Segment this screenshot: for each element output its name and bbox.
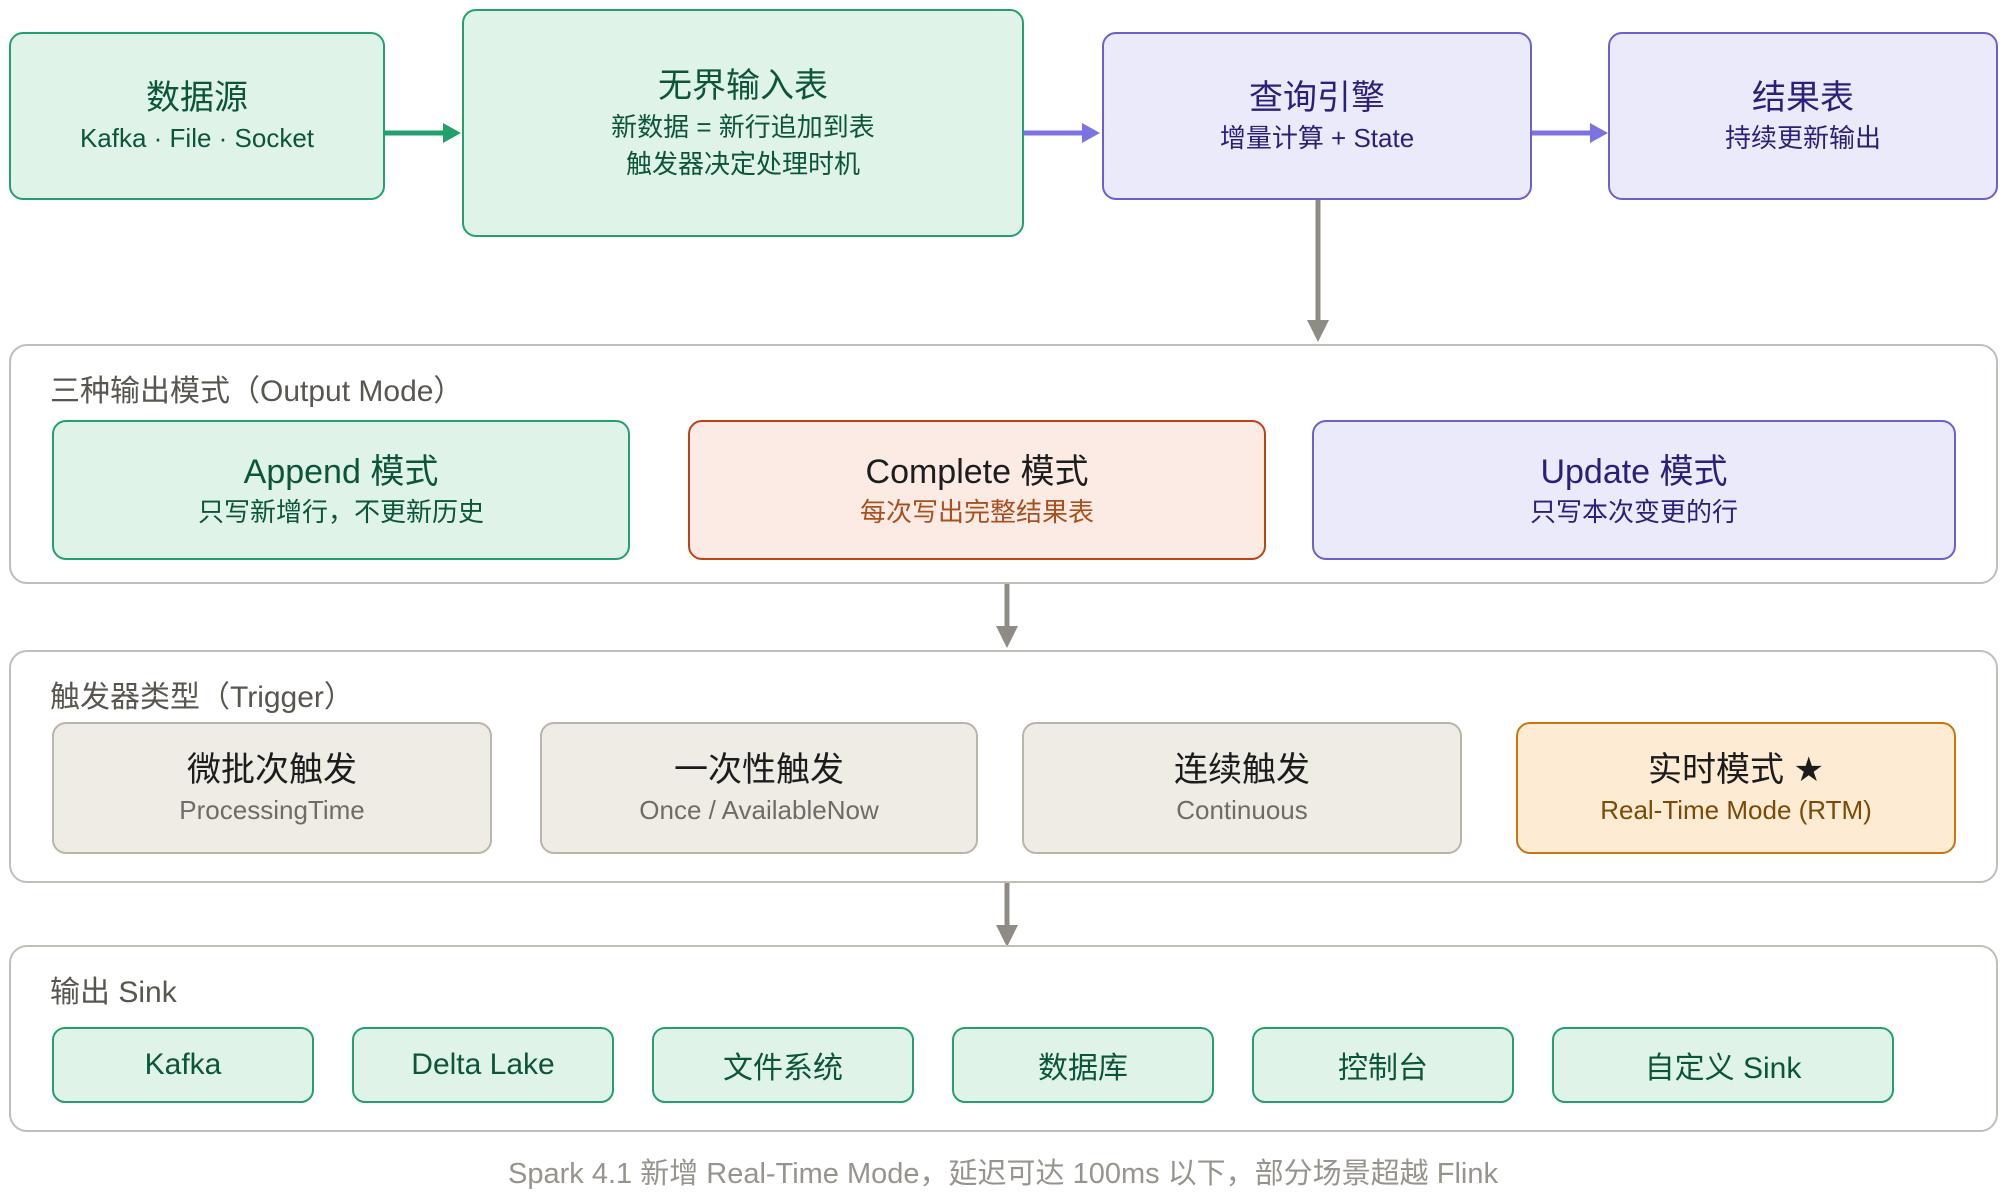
arrow-trigger-to-sink xyxy=(996,883,1018,947)
sink-item-delta-lake[interactable]: Delta Lake xyxy=(352,1027,614,1103)
sink-item-database[interactable]: 数据库 xyxy=(952,1027,1214,1103)
node-title: 无界输入表 xyxy=(658,67,828,106)
node-result-table[interactable]: 结果表 持续更新输出 xyxy=(1608,32,1998,200)
sink-item-label: 控制台 xyxy=(1338,1052,1428,1085)
sink-item-custom-sink[interactable]: 自定义 Sink xyxy=(1552,1027,1894,1103)
arrow-engine-to-output-mode xyxy=(1307,200,1329,342)
panel-sink-title: 输出 Sink xyxy=(50,976,177,1009)
node-subtitle: 每次写出完整结果表 xyxy=(859,497,1094,528)
sink-item-label: 自定义 Sink xyxy=(1644,1052,1802,1085)
sink-item-label: 文件系统 xyxy=(723,1052,843,1085)
sink-item-kafka[interactable]: Kafka xyxy=(52,1027,314,1103)
node-subtitle: 只写新增行，不更新历史 xyxy=(197,497,484,528)
node-subtitle: Kafka · File · Socket xyxy=(79,123,315,154)
node-title: 连续触发 xyxy=(1174,750,1310,789)
arrow-engine-to-result xyxy=(1532,123,1608,143)
node-title: 实时模式 ★ xyxy=(1648,750,1824,789)
sink-item-console[interactable]: 控制台 xyxy=(1252,1027,1514,1103)
arrow-input-to-engine xyxy=(1024,123,1100,143)
node-subtitle: Continuous xyxy=(1176,795,1308,826)
sink-item-label: Delta Lake xyxy=(411,1048,555,1081)
node-subtitle-2: 触发器决定处理时机 xyxy=(625,148,860,179)
node-title: Complete 模式 xyxy=(865,452,1089,491)
node-subtitle: 持续更新输出 xyxy=(1724,123,1881,154)
node-query-engine[interactable]: 查询引擎 增量计算 + State xyxy=(1102,32,1532,200)
node-title: 数据源 xyxy=(146,78,248,117)
footer-note: Spark 4.1 新增 Real-Time Mode，延迟可达 100ms 以… xyxy=(508,1158,1498,1190)
arrow-source-to-input xyxy=(385,123,461,143)
node-data-source[interactable]: 数据源 Kafka · File · Socket xyxy=(9,32,385,200)
node-title: Append 模式 xyxy=(243,452,439,491)
node-subtitle: ProcessingTime xyxy=(179,795,365,826)
trigger-once[interactable]: 一次性触发 Once / AvailableNow xyxy=(540,722,978,854)
node-subtitle-1: 新数据 = 新行追加到表 xyxy=(611,111,875,142)
trigger-continuous[interactable]: 连续触发 Continuous xyxy=(1022,722,1462,854)
node-subtitle: Real-Time Mode (RTM) xyxy=(1600,795,1872,826)
sink-item-filesystem[interactable]: 文件系统 xyxy=(652,1027,914,1103)
node-title: 结果表 xyxy=(1752,78,1854,117)
arrow-output-mode-to-trigger xyxy=(996,584,1018,648)
sink-item-label: 数据库 xyxy=(1038,1052,1128,1085)
output-mode-update[interactable]: Update 模式 只写本次变更的行 xyxy=(1312,420,1956,560)
node-title: 微批次触发 xyxy=(187,750,357,789)
node-subtitle: Once / AvailableNow xyxy=(639,795,879,826)
panel-trigger-title: 触发器类型（Trigger） xyxy=(50,681,354,714)
output-mode-append[interactable]: Append 模式 只写新增行，不更新历史 xyxy=(52,420,630,560)
trigger-micro-batch[interactable]: 微批次触发 ProcessingTime xyxy=(52,722,492,854)
node-subtitle: 增量计算 + State xyxy=(1219,123,1415,154)
trigger-real-time-mode[interactable]: 实时模式 ★ Real-Time Mode (RTM) xyxy=(1516,722,1956,854)
node-title: 查询引擎 xyxy=(1249,78,1385,117)
node-subtitle: 只写本次变更的行 xyxy=(1529,497,1738,528)
node-title: Update 模式 xyxy=(1540,452,1728,491)
output-mode-complete[interactable]: Complete 模式 每次写出完整结果表 xyxy=(688,420,1266,560)
node-title: 一次性触发 xyxy=(674,750,844,789)
panel-output-mode-title: 三种输出模式（Output Mode） xyxy=(50,375,464,408)
node-input-table[interactable]: 无界输入表 新数据 = 新行追加到表 触发器决定处理时机 xyxy=(462,9,1024,237)
sink-item-label: Kafka xyxy=(144,1048,222,1081)
